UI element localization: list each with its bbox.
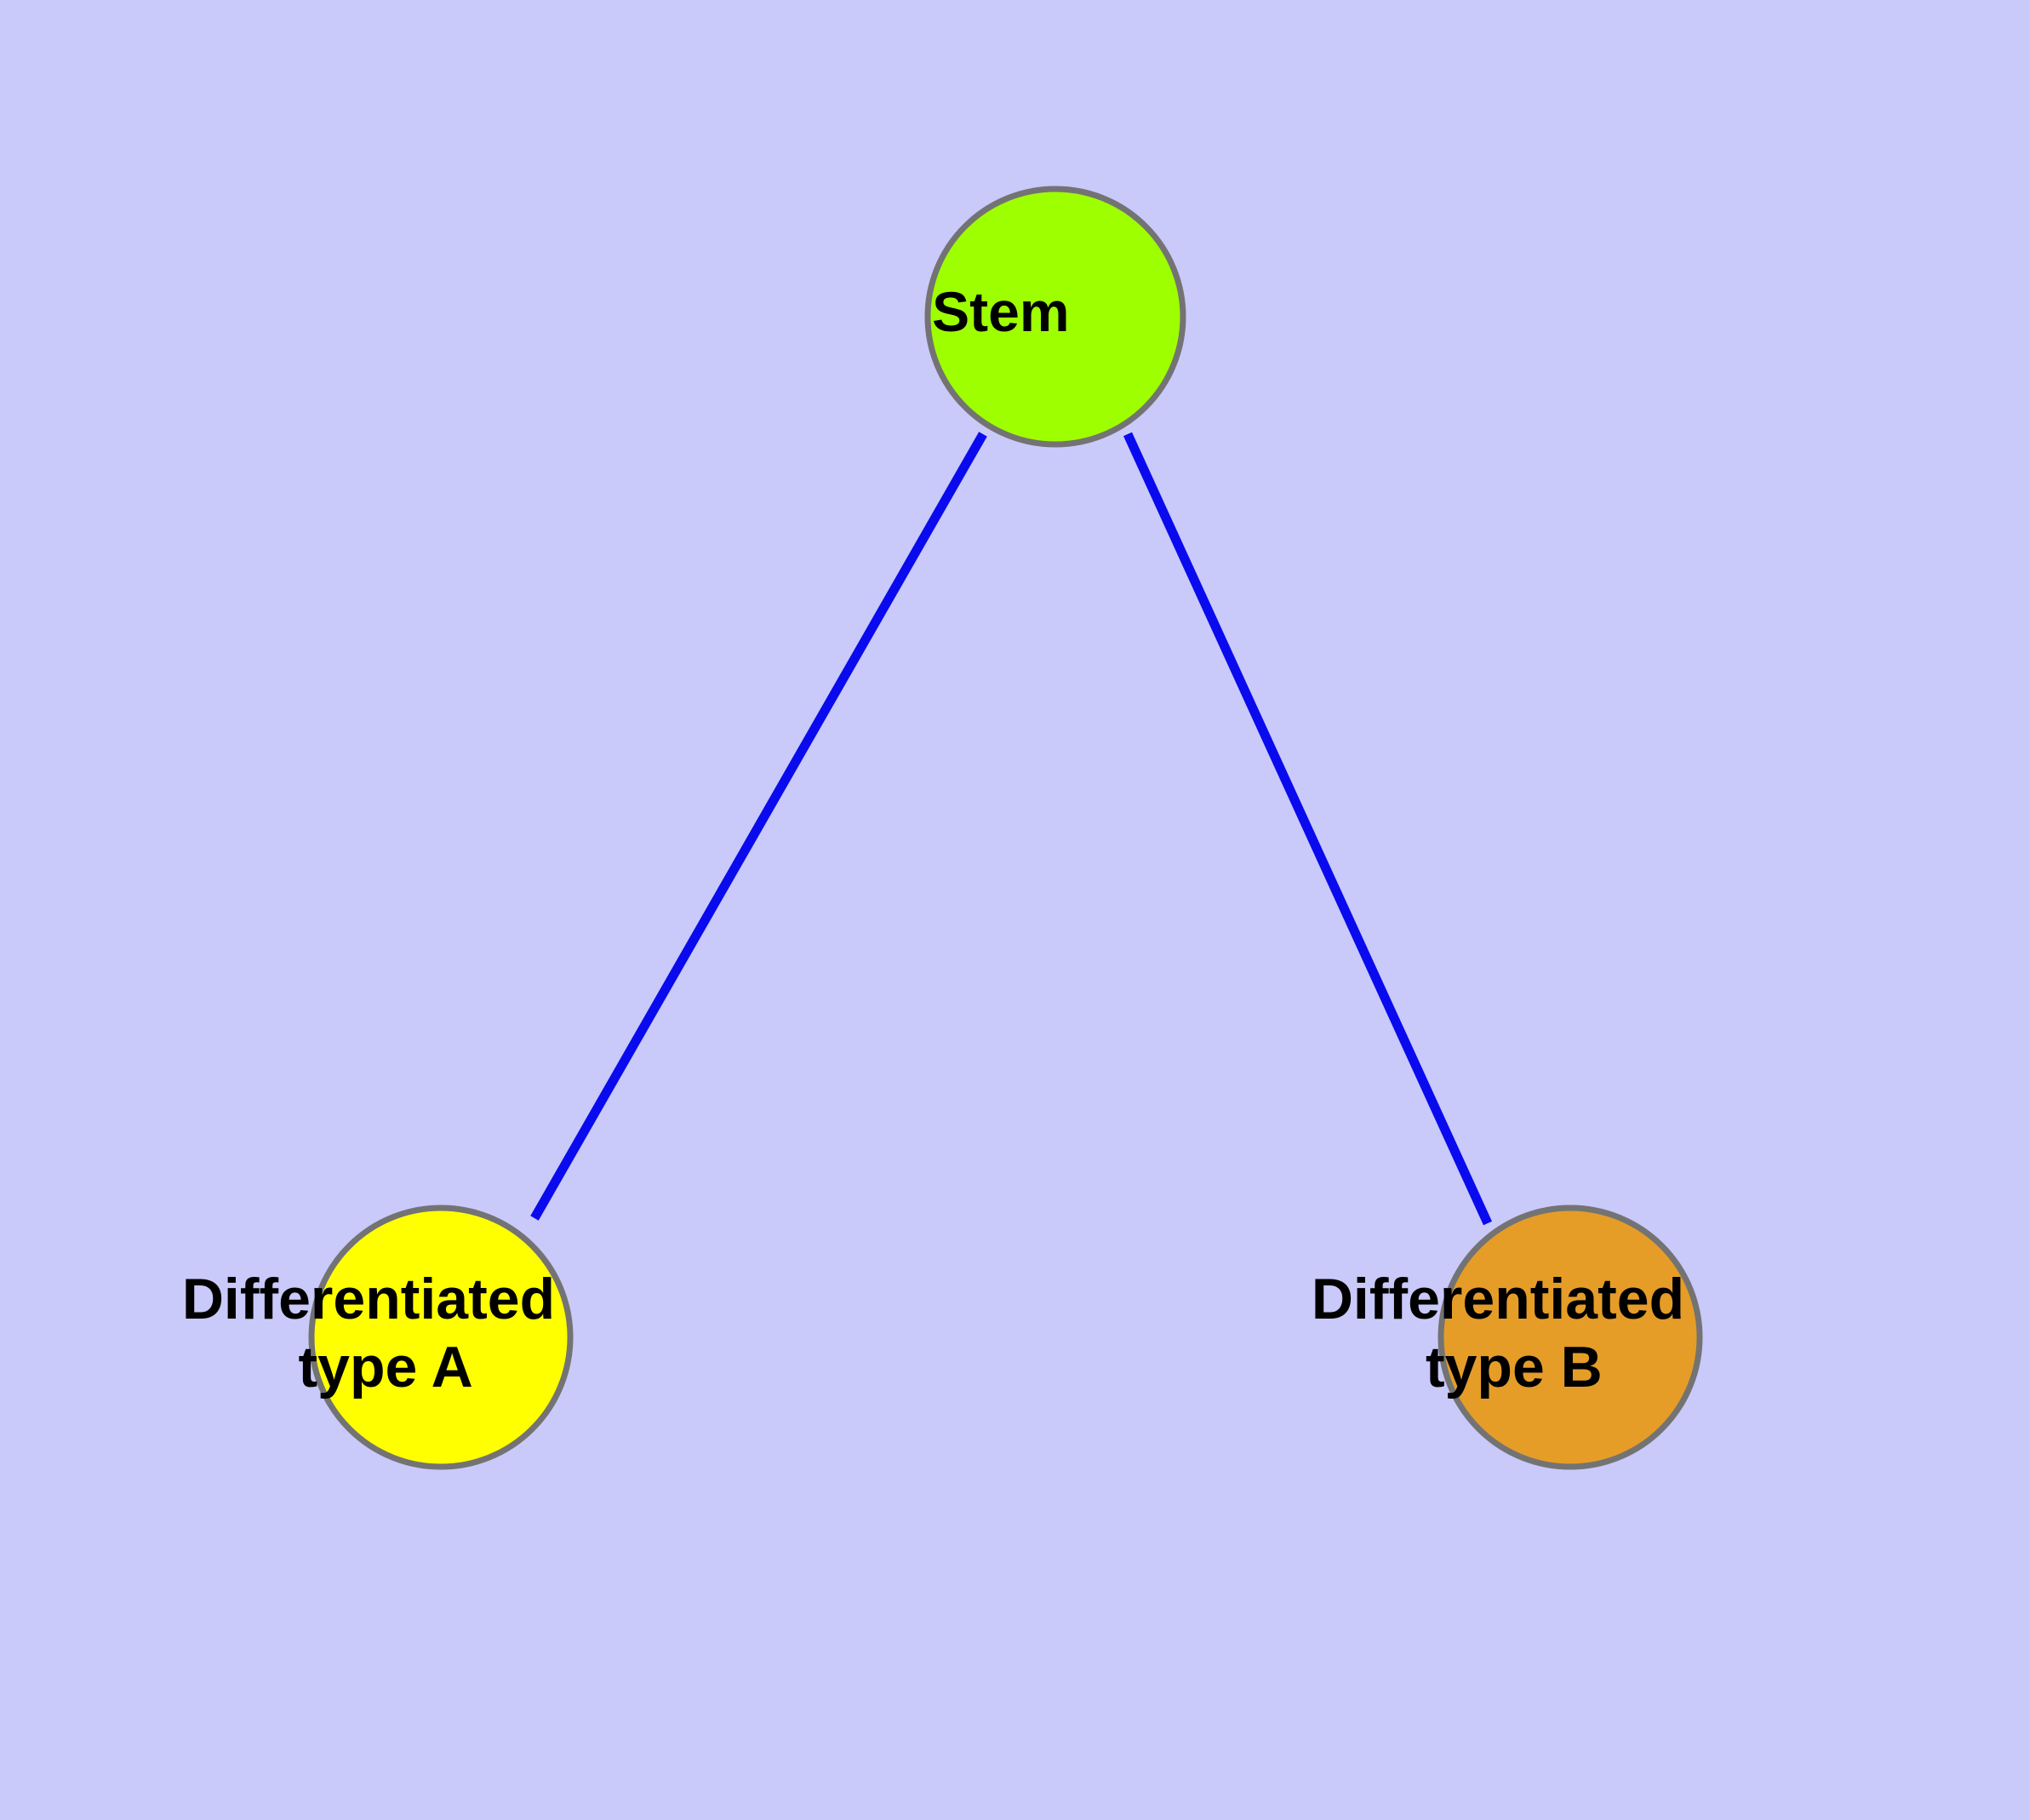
node-circle-differentiated-type-a[interactable] xyxy=(308,1205,574,1470)
edge-stem-to-differentiated-type-b[interactable] xyxy=(1123,432,1493,1226)
node-circle-stem[interactable] xyxy=(924,186,1186,448)
node-label-line: type B xyxy=(1426,1335,1603,1399)
edge-stem-to-differentiated-type-a[interactable] xyxy=(530,432,987,1221)
node-label-line: Stem xyxy=(932,280,1069,343)
node-label-stem: Stem xyxy=(932,280,1179,343)
node-label-line: Differentiated xyxy=(182,1267,555,1331)
node-label-differentiated-type-b: Differentiated type B xyxy=(1312,1267,1829,1399)
node-stem[interactable] xyxy=(924,186,1186,448)
label-layer: Differentiated type A Differentiated typ… xyxy=(182,280,1829,1399)
node-label-differentiated-type-a: Differentiated type A xyxy=(182,1267,700,1399)
edge-layer xyxy=(530,432,1493,1226)
node-layer xyxy=(308,186,1703,1470)
node-label-line: type A xyxy=(298,1335,472,1399)
node-circle-differentiated-type-b[interactable] xyxy=(1437,1205,1703,1470)
node-differentiated-type-b[interactable] xyxy=(1437,1205,1703,1470)
node-label-line: Differentiated xyxy=(1312,1267,1684,1331)
node-differentiated-type-a[interactable] xyxy=(308,1205,574,1470)
